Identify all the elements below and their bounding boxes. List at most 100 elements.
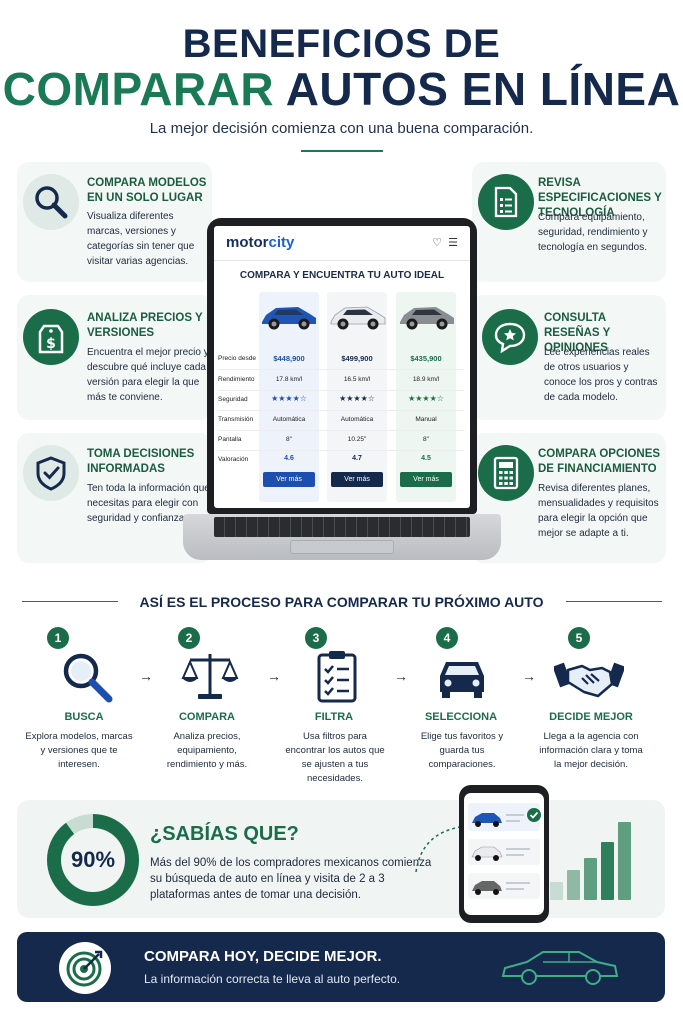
- car-2-transmision: Automática: [340, 416, 374, 423]
- handshake-icon: [554, 662, 624, 698]
- clipboard-icon: [317, 651, 357, 703]
- logo-part: city: [268, 234, 295, 251]
- car-1-price: $448,900: [273, 354, 305, 363]
- process-title: ASÍ ES EL PROCESO PARA COMPARAR TU PRÓXI…: [139, 594, 544, 610]
- benefit-title: ANALIZA PRECIOS Y VERSIONES: [87, 312, 203, 339]
- step-title-4: SELECCIONA: [424, 711, 498, 723]
- ver-mas-button-1[interactable]: Ver más: [263, 472, 315, 487]
- phone-screen: [464, 793, 544, 915]
- car-2-rating: 4.7: [352, 455, 362, 462]
- car-front-icon: [440, 662, 484, 698]
- car-1-stars: ★★★★☆: [271, 394, 307, 403]
- car-3-pantalla: 8": [423, 436, 429, 443]
- laptop-trackpad: [290, 540, 394, 554]
- subtitle: La mejor decisión comienza con una buena…: [149, 120, 534, 137]
- row-label-rendimiento: Rendimiento: [218, 376, 255, 383]
- car-1-transmision: Automática: [272, 416, 306, 423]
- step-text-5: Llega a la agencia con información clara…: [539, 731, 643, 770]
- benefit-title: TOMA DECISIONES INFORMADAS: [87, 448, 195, 475]
- title-word-compare: COMPARAR: [2, 63, 275, 115]
- benefit-title: COMPARA OPCIONES DE FINANCIAMIENTO: [538, 448, 661, 475]
- target-icon: [59, 942, 111, 994]
- car-image: [262, 307, 316, 330]
- car-1-rating: 4.6: [284, 455, 294, 462]
- phone-illustration: [459, 785, 549, 923]
- car-3-transmision: Manual: [415, 416, 437, 423]
- row-divider: [218, 430, 464, 431]
- car-1-rendimiento: 17.8 km/l: [275, 376, 303, 383]
- step-text-4: Elige tus favoritos y guarda tus compara…: [420, 731, 504, 770]
- step-title-3: FILTRA: [314, 711, 354, 723]
- benefit-title: REVISA ESPECIFICACIONES Y TECNOLOGÍA: [538, 177, 662, 219]
- benefit-card-specs: REVISA ESPECIFICACIONES Y TECNOLOGÍA Com…: [472, 162, 666, 282]
- step-title-5: DECIDE MEJOR: [549, 711, 633, 723]
- laptop-screen: motorcity ♡ ☰ COMPARA Y ENCUENTRA TU AUT…: [214, 226, 470, 508]
- step-number-5: 5: [568, 627, 590, 649]
- benefit-title: COMPARA MODELOS EN UN SOLO LUGAR: [87, 177, 207, 204]
- step-number-2: 2: [178, 627, 200, 649]
- ver-mas-button-3[interactable]: Ver más: [400, 472, 452, 487]
- screen-nav-icons: ♡ ☰: [432, 236, 458, 249]
- car-2-stars: ★★★★☆: [339, 394, 375, 403]
- calculator-icon: [478, 445, 534, 501]
- magnifier-icon: [23, 174, 79, 230]
- benefit-card-prices: $ ANALIZA PRECIOS Y VERSIONES Encuentra …: [17, 295, 212, 420]
- car-3-price: $435,900: [410, 354, 442, 363]
- laptop-keyboard: [214, 517, 470, 537]
- row-divider: [218, 410, 464, 411]
- ver-mas-button-2[interactable]: Ver más: [331, 472, 383, 487]
- car-3-rating: 4.5: [421, 455, 431, 462]
- growth-bar: [550, 882, 563, 900]
- car-column-1: [259, 292, 319, 502]
- step-text-1: Explora modelos, marcas y versiones que …: [25, 731, 133, 770]
- step-text-3: Usa filtros para encontrar los autos que…: [285, 731, 385, 784]
- benefit-title: CONSULTA RESEÑAS Y OPINIONES: [544, 312, 611, 354]
- title-line-1: BENEFICIOS DE: [182, 22, 501, 66]
- car-2-price: $499,900: [341, 354, 373, 363]
- logo-part: motor: [226, 234, 269, 251]
- document-icon: [478, 174, 534, 230]
- benefit-card-financing: COMPARA OPCIONES DE FINANCIAMIENTO Revis…: [472, 433, 666, 563]
- percent-value: 90%: [61, 828, 125, 892]
- heart-icon[interactable]: ♡: [432, 237, 442, 249]
- benefit-text: Revisa diferentes planes, mensualidades …: [538, 483, 659, 539]
- step-number-3: 3: [305, 627, 327, 649]
- star-chat-icon: [482, 309, 538, 365]
- menu-icon[interactable]: ☰: [448, 237, 458, 249]
- benefit-text: Compara equipamiento, seguridad, rendimi…: [538, 212, 648, 253]
- screen-divider: [214, 260, 470, 261]
- benefit-card-reviews: CONSULTA RESEÑAS Y OPINIONES Lee experie…: [472, 295, 666, 420]
- title-line-2: COMPARAR AUTOS EN LÍNEA: [0, 62, 683, 116]
- benefit-card-compare-models: COMPARA MODELOS EN UN SOLO LUGAR Visuali…: [17, 162, 212, 282]
- car-3-rendimiento: 18.9 km/l: [412, 376, 440, 383]
- step-number-1: 1: [47, 627, 69, 649]
- process-rule-right: [566, 601, 662, 602]
- growth-bar: [584, 858, 597, 900]
- benefit-text: Visualiza diferentes marcas, versiones y…: [87, 211, 195, 267]
- row-label-transmision: Transmisión: [218, 416, 254, 423]
- fact-text: Más del 90% de los compradores mexicanos…: [150, 857, 432, 901]
- footer-banner: COMPARA HOY, DECIDE MEJOR. La informació…: [17, 932, 665, 1002]
- phone-car-list: [468, 803, 541, 899]
- step-text-2: Analiza precios, equipamiento, rendimien…: [166, 731, 248, 770]
- shield-check-icon: [23, 445, 79, 501]
- car-2-rendimiento: 16.5 km/l: [343, 376, 371, 383]
- step-title-2: COMPARA: [178, 711, 235, 723]
- fact-title: ¿SABÍAS QUE?: [150, 823, 299, 845]
- benefit-text: Ten toda la información que necesitas pa…: [87, 483, 210, 524]
- growth-bar: [567, 870, 580, 900]
- row-label-pantalla: Pantalla: [218, 436, 242, 443]
- price-tag-icon: $: [23, 309, 79, 365]
- row-divider: [218, 450, 464, 451]
- svg-text:$: $: [46, 336, 56, 352]
- car-image: [330, 306, 386, 330]
- car-3-stars: ★★★★☆: [408, 394, 444, 403]
- step-arrow-2: →: [267, 668, 281, 684]
- benefit-text: Encuentra el mejor precio y descubre qué…: [87, 347, 209, 403]
- subtitle-divider: [301, 150, 383, 152]
- growth-bar: [601, 842, 614, 900]
- step-arrow-1: →: [139, 668, 153, 684]
- scale-icon: [181, 654, 239, 699]
- step-arrow-4: →: [522, 668, 536, 684]
- benefit-text: Lee experiencias reales de otros usuario…: [544, 347, 658, 403]
